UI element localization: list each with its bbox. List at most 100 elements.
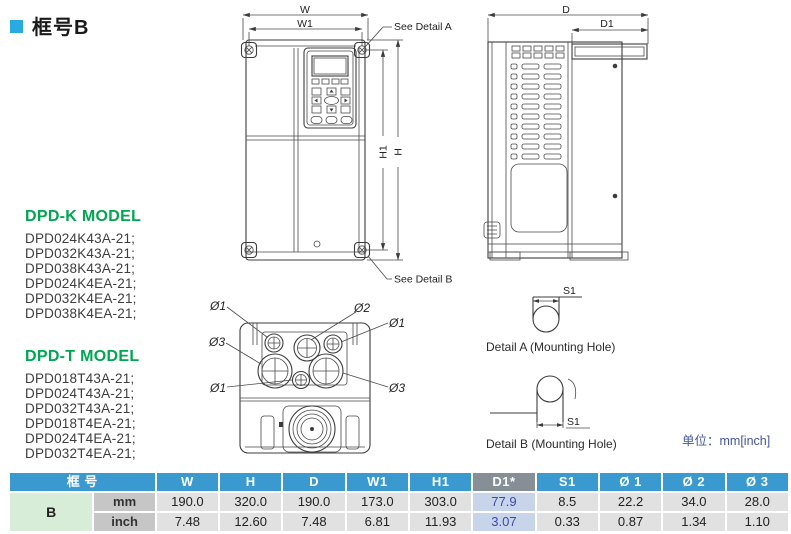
model-item: DPD024K43A-21; bbox=[25, 231, 136, 246]
detail-a-drawing: S1 bbox=[532, 285, 582, 333]
col-header-d: D bbox=[281, 471, 347, 493]
up-arrow-icon bbox=[329, 89, 334, 93]
unit-mm: mm bbox=[92, 491, 157, 513]
cell-h-mm: 320.0 bbox=[218, 491, 284, 513]
title-block: 框号B bbox=[10, 11, 89, 40]
callout-phi1: Ø1 bbox=[388, 316, 405, 330]
model-list-dpdk-heading: DPD-K MODEL bbox=[25, 208, 142, 225]
front-dim-h: H bbox=[367, 39, 405, 261]
side-dim-d: D bbox=[487, 6, 649, 44]
see-detail-b-leader: See Detail B bbox=[367, 255, 452, 286]
col-header-w: W bbox=[154, 471, 221, 493]
model-item: DPD032T43A-21; bbox=[25, 401, 135, 416]
hole-phi3-left bbox=[257, 353, 293, 389]
dim-label-w: W bbox=[300, 6, 310, 16]
cell-h1-inch: 11.93 bbox=[407, 511, 474, 533]
col-header-phi2: Ø 2 bbox=[661, 471, 727, 493]
col-header-h1: H1 bbox=[407, 471, 474, 493]
unit-inch: inch bbox=[92, 511, 157, 533]
heatsink-fins bbox=[511, 45, 565, 59]
dim-label-h1: H1 bbox=[378, 145, 390, 159]
model-item: DPD038K43A-21; bbox=[25, 261, 136, 276]
cell-phi3-mm: 28.0 bbox=[724, 491, 791, 513]
callout-phi1: Ø1 bbox=[209, 381, 226, 395]
front-body bbox=[240, 39, 371, 261]
base-plate bbox=[487, 243, 629, 261]
bottom-view-drawing: Ø1 Ø2 Ø1 Ø3 Ø1 Ø3 bbox=[208, 299, 405, 454]
vent-slots bbox=[510, 63, 562, 160]
down-arrow-icon bbox=[329, 108, 334, 112]
model-item: DPD024K4EA-21; bbox=[25, 276, 137, 291]
front-dim-h1: H1 bbox=[364, 49, 390, 251]
cell-h-inch: 12.60 bbox=[218, 511, 284, 533]
table-row-inch: inch 7.48 12.60 7.48 6.81 11.93 3.07 0.3… bbox=[9, 511, 791, 533]
cover-screw bbox=[612, 63, 618, 69]
bottom-callouts: Ø1 Ø2 Ø1 Ø3 Ø1 Ø3 bbox=[208, 299, 405, 395]
mounting-pad bbox=[240, 41, 258, 59]
hole-phi1-topleft bbox=[264, 333, 284, 353]
dim-label-w1: W1 bbox=[297, 18, 313, 30]
front-view-drawing: W W1 bbox=[240, 6, 452, 286]
model-item: DPD018T4EA-21; bbox=[25, 416, 136, 431]
side-bracket bbox=[260, 415, 275, 450]
dim-label-d1: D1 bbox=[600, 18, 614, 30]
side-lower-panel bbox=[510, 163, 568, 233]
hole-phi2-topcenter bbox=[293, 334, 321, 362]
dim-label-d: D bbox=[562, 6, 570, 16]
dim-label-h: H bbox=[393, 148, 405, 156]
detail-a-caption: Detail A (Mounting Hole) bbox=[486, 340, 616, 354]
cell-w-mm: 190.0 bbox=[154, 491, 221, 513]
cell-phi3-inch: 1.10 bbox=[724, 511, 791, 533]
accent-square-icon bbox=[10, 20, 23, 33]
cell-phi2-mm: 34.0 bbox=[661, 491, 727, 513]
hole-phi1-bottomcenter bbox=[291, 370, 311, 390]
hole-phi1-topright bbox=[323, 334, 343, 354]
col-header-phi3: Ø 3 bbox=[724, 471, 791, 493]
keypad-display bbox=[311, 55, 349, 77]
side-dim-d1: D1 bbox=[571, 18, 649, 44]
model-item: DPD032K4EA-21; bbox=[25, 291, 137, 306]
model-item: DPD032T4EA-21; bbox=[25, 446, 136, 461]
callout-phi2: Ø2 bbox=[353, 301, 370, 315]
cell-w-inch: 7.48 bbox=[154, 511, 221, 533]
front-dim-w: W bbox=[242, 6, 369, 40]
dim-label-s1: S1 bbox=[563, 285, 576, 297]
model-list-dpdt: DPD-T MODEL DPD018T43A-21; DPD024T43A-21… bbox=[25, 348, 215, 461]
model-list-dpdt-heading: DPD-T MODEL bbox=[25, 348, 140, 365]
gland-plate bbox=[261, 331, 348, 386]
cell-s1-mm: 8.5 bbox=[534, 491, 600, 513]
left-arrow-icon bbox=[314, 98, 318, 103]
top-bracket bbox=[571, 43, 648, 60]
right-arrow-icon bbox=[344, 98, 348, 103]
cell-s1-inch: 0.33 bbox=[534, 511, 600, 533]
see-detail-a-label: See Detail A bbox=[394, 21, 452, 33]
col-header-h: H bbox=[218, 471, 284, 493]
dimension-table: 框 号 W H D W1 H1 D1* S1 Ø 1 Ø 2 Ø 3 B mm … bbox=[7, 471, 791, 533]
cell-h1-mm: 303.0 bbox=[407, 491, 474, 513]
bottom-body bbox=[239, 322, 371, 454]
mounting-pad bbox=[240, 241, 258, 259]
cell-w1-mm: 173.0 bbox=[344, 491, 410, 513]
cell-d1-inch: 3.07 bbox=[471, 511, 537, 533]
cell-phi2-inch: 1.34 bbox=[661, 511, 727, 533]
hole-phi3-right bbox=[308, 353, 344, 389]
model-item: DPD024T4EA-21; bbox=[25, 431, 136, 446]
dim-label-s1: S1 bbox=[567, 416, 580, 428]
side-bracket bbox=[345, 415, 360, 450]
cell-d1-mm: 77.9 bbox=[471, 491, 537, 513]
unit-label: 单位：mm[inch] bbox=[682, 434, 771, 448]
screw-dot bbox=[279, 422, 283, 427]
frame-label: B bbox=[7, 491, 95, 533]
page-title: 框号B bbox=[32, 17, 90, 39]
side-body bbox=[483, 41, 648, 261]
model-item: DPD018T43A-21; bbox=[25, 371, 135, 386]
cell-d-inch: 7.48 bbox=[281, 511, 347, 533]
callout-phi3: Ø3 bbox=[208, 335, 225, 349]
see-detail-b-label: See Detail B bbox=[394, 274, 452, 286]
keypad bbox=[303, 47, 357, 129]
cell-phi1-mm: 22.2 bbox=[597, 491, 664, 513]
front-dim-w1: W1 bbox=[248, 18, 363, 46]
cell-d-mm: 190.0 bbox=[281, 491, 347, 513]
col-header-s1: S1 bbox=[534, 471, 600, 493]
